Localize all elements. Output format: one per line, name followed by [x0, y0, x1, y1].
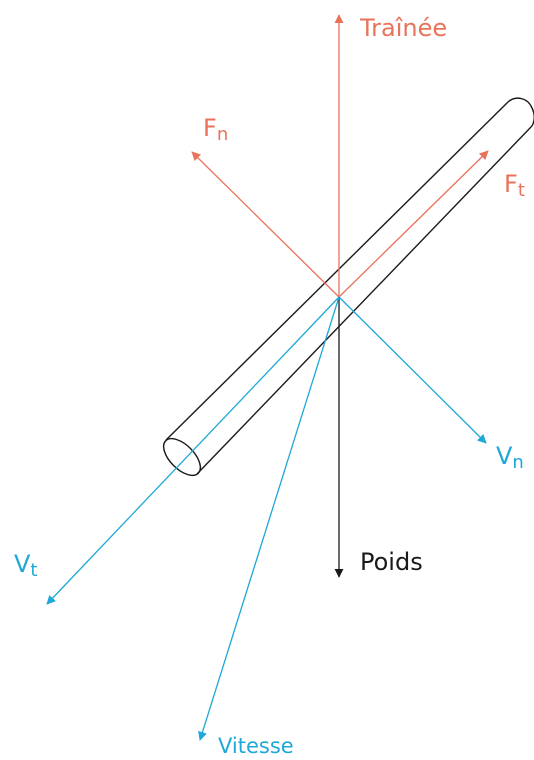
label-ft-main: F	[504, 170, 518, 198]
fn-arrow	[191, 151, 340, 298]
label-fn-sub: n	[217, 124, 228, 145]
label-vitesse: Vitesse	[218, 734, 294, 758]
label-fn: Fn	[203, 114, 228, 145]
tube-edge-lower	[196, 126, 532, 475]
label-vn-main: V	[496, 442, 513, 470]
label-vn-sub: n	[512, 452, 523, 473]
force-vectors	[191, 14, 489, 298]
ft-arrow	[338, 150, 489, 298]
tube-edge-upper	[165, 101, 509, 441]
label-vt-sub: t	[30, 560, 37, 581]
tube-end-cap-near	[162, 437, 202, 477]
label-fn-main: F	[203, 114, 217, 142]
vt-arrow	[46, 296, 340, 605]
tube-end-cap-far	[507, 97, 534, 128]
velocity-vectors	[46, 296, 487, 741]
label-trainee: Traînée	[359, 14, 447, 42]
label-poids: Poids	[360, 548, 423, 576]
label-vn: Vn	[496, 442, 524, 473]
cylinder-tube	[162, 97, 534, 477]
label-vt: Vt	[14, 550, 37, 581]
vn-arrow	[338, 296, 487, 444]
vitesse-arrow	[198, 296, 340, 741]
label-vt-main: V	[14, 550, 31, 578]
label-ft: Ft	[504, 170, 525, 201]
label-ft-sub: t	[518, 180, 525, 201]
